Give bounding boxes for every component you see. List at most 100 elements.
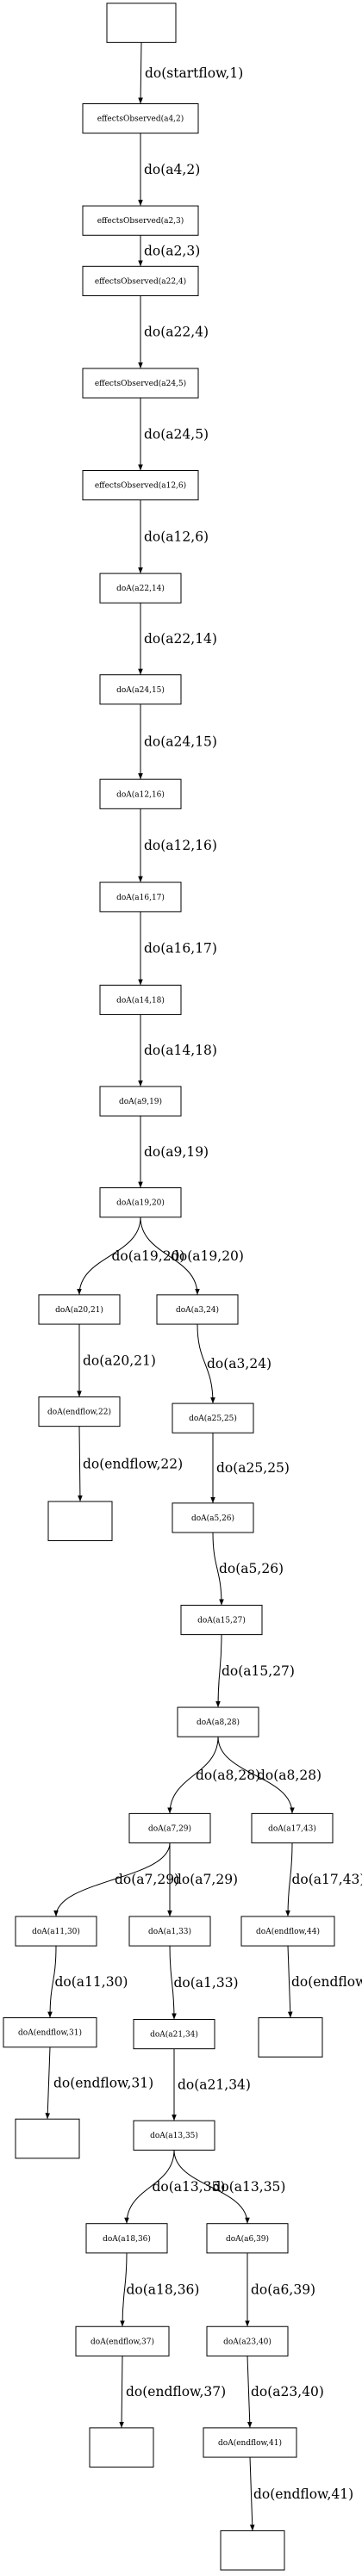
node-box — [128, 1916, 211, 1947]
state-node: doA(a15,27) — [180, 1604, 263, 1636]
node-label: doA(a3,24) — [176, 1305, 219, 1315]
node-box — [99, 778, 182, 809]
state-node: doA(endflow,22) — [38, 1396, 121, 1427]
node-label: doA(a16,17) — [116, 893, 165, 902]
node-label: doA(a25,25) — [189, 1414, 237, 1423]
node-label: doA(a17,43) — [268, 1824, 316, 1833]
node-label: doA(a13,35) — [150, 2131, 198, 2140]
edge-label: do(a20,21) — [83, 1353, 156, 1368]
node-box — [156, 1294, 239, 1325]
state-node: doA(a20,21) — [38, 1294, 121, 1325]
node-label: doA(endflow,41) — [218, 2438, 282, 2448]
edge-arrow — [197, 1324, 215, 1404]
state-node: doA(a8,28) — [177, 1706, 259, 1737]
edge-label: do(a13,35) — [153, 2179, 226, 2195]
edge-arrow — [53, 1842, 171, 1917]
state-node: doA(a6,39) — [206, 2223, 289, 2254]
state-node: doA(a17,43) — [251, 1812, 334, 1844]
node-box — [99, 1187, 182, 1218]
node-label: effectsObserved(a2,3) — [97, 216, 184, 226]
edge-label: do(a8,28) — [196, 1768, 260, 1783]
edge-label: do(a7,29) — [115, 1872, 179, 1887]
edge-label: do(a24,5) — [144, 426, 209, 442]
node-box — [106, 3, 177, 43]
node-box — [180, 1604, 263, 1636]
edge-label: do(a24,15) — [144, 734, 217, 750]
state-node: doA(a22,14) — [99, 573, 182, 604]
state-node: doA(a1,33) — [128, 1916, 211, 1947]
state-node: effectsObserved(a22,4) — [82, 265, 199, 296]
state-node: effectsObserved(a24,5) — [82, 368, 199, 399]
node-label: doA(a18,36) — [103, 2234, 151, 2244]
node-label: effectsObserved(a4,2) — [97, 115, 184, 124]
edge-label: do(a4,2) — [144, 162, 200, 177]
node-box — [15, 2118, 80, 2159]
edge-label: do(a18,36) — [127, 2282, 200, 2298]
node-box — [85, 2223, 168, 2254]
edge-arrow — [287, 1946, 293, 2018]
state-node: doA(a18,36) — [85, 2223, 168, 2254]
state-node: effectsObserved(a12,6) — [82, 470, 199, 501]
state-node: doA(a21,34) — [133, 2018, 215, 2050]
edge-label: do(a19,20) — [171, 1248, 244, 1264]
node-label: doA(a6,39) — [226, 2234, 269, 2244]
edge-label: do(a19,20) — [112, 1248, 185, 1264]
edge-label: do(a12,16) — [144, 838, 217, 853]
edge-label: do(a15,27) — [222, 1663, 295, 1679]
edge-arrow — [215, 1634, 222, 1708]
state-node: doA(endflow,41) — [203, 2427, 297, 2458]
node-label: doA(a1,33) — [148, 1927, 191, 1936]
edge-arrow — [169, 1946, 177, 2020]
node-label: doA(a5,26) — [191, 1514, 234, 1523]
state-node: doA(a19,20) — [99, 1187, 182, 1218]
edge-label: do(startflow,1) — [145, 65, 243, 81]
edge-arrow — [47, 1946, 57, 2018]
node-label: doA(a20,21) — [55, 1305, 103, 1315]
edge-label: do(endflow,22) — [83, 1456, 183, 1471]
node-box — [99, 882, 182, 913]
edge-label: do(a16,17) — [144, 941, 217, 957]
node-label: doA(a11,30) — [32, 1927, 80, 1936]
state-node: effectsObserved(a4,2) — [82, 103, 199, 134]
node-box — [251, 1812, 334, 1844]
state-node: doA(a11,30) — [15, 1916, 97, 1947]
state-node: doA(endflow,37) — [75, 2325, 170, 2356]
node-box — [99, 674, 182, 705]
node-label: doA(a21,34) — [150, 2030, 198, 2040]
node-box — [82, 470, 199, 501]
edges-layer: do(startflow,1)do(a4,2)do(a2,3)do(a22,4)… — [45, 42, 362, 2531]
node-box — [206, 2223, 289, 2254]
node-box — [172, 1502, 254, 1533]
state-node: doA(endflow,44) — [240, 1916, 335, 1947]
state-node: doA(a13,35) — [133, 2120, 215, 2151]
edge-label: do(a5,26) — [219, 1561, 284, 1576]
node-box — [38, 1294, 121, 1325]
node-box — [82, 265, 199, 296]
state-node: doA(a14,18) — [99, 984, 182, 1015]
edge-label: do(a22,4) — [144, 325, 209, 340]
node-label: doA(endflow,31) — [18, 2028, 82, 2038]
edge-arrow — [173, 2150, 250, 2224]
node-label: doA(a8,28) — [197, 1718, 240, 1727]
node-label: effectsObserved(a22,4) — [95, 276, 186, 286]
node-box — [47, 1501, 113, 1541]
node-box — [220, 2530, 285, 2571]
edge-arrow — [78, 1426, 83, 1502]
node-box — [3, 2017, 97, 2048]
node-label: doA(a19,20) — [116, 1198, 165, 1208]
node-label: doA(a14,18) — [116, 995, 165, 1005]
node-label: doA(a15,27) — [197, 1616, 246, 1625]
node-label: doA(endflow,44) — [256, 1927, 320, 1936]
node-box — [203, 2427, 297, 2458]
node-box — [75, 2325, 170, 2356]
state-node: doA(a24,15) — [99, 674, 182, 705]
nodes-layer: effectsObserved(a4,2) effectsObserved(a2,… — [3, 3, 335, 2571]
edge-arrow — [167, 1737, 219, 1814]
edge-label: do(endflow,31) — [53, 2076, 153, 2091]
edge-arrow — [217, 1737, 295, 1814]
edge-label: do(endflow,44) — [291, 1974, 362, 1990]
node-label: doA(a24,15) — [116, 685, 165, 695]
edge-label: do(a7,29) — [173, 1872, 238, 1887]
edge-label: do(a23,40) — [251, 2384, 324, 2400]
state-node: doA(a7,29) — [128, 1812, 211, 1844]
